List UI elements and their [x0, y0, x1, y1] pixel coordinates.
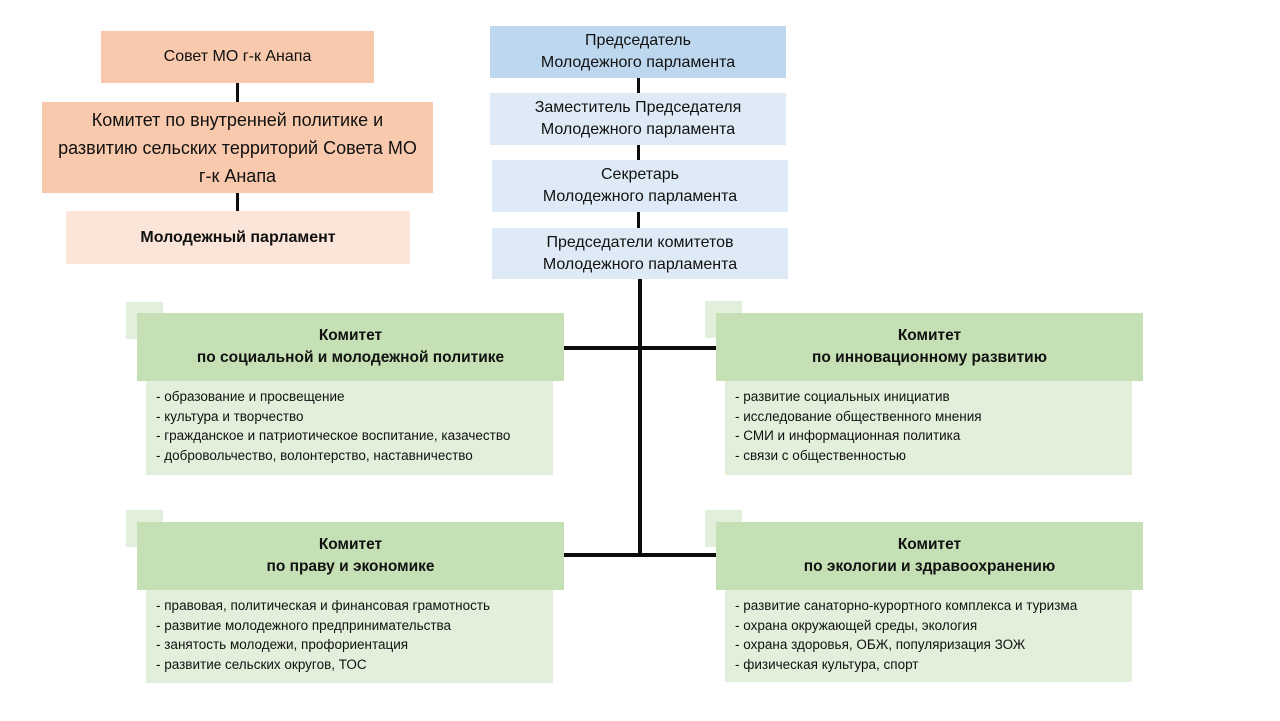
list-item: - добровольчество, волонтерство, наставн…: [156, 447, 473, 463]
connector-left-1: [236, 83, 239, 102]
connector-branch-bottom: [564, 553, 716, 557]
committee-chairs-line: Молодежного парламента: [542, 255, 738, 273]
committee-duties-list: - развитие социальных инициатив - исслед…: [725, 381, 1132, 475]
committee-title-line: Комитет: [897, 536, 962, 553]
secretary-line: Молодежного парламента: [542, 188, 738, 205]
committee-title-line: Комитет: [318, 327, 383, 344]
list-item: - развитие санаторно-курортного комплекс…: [735, 598, 1078, 613]
youth-parliament-box: Молодежный парламент: [66, 211, 410, 264]
list-item: - правовая, политическая и финансовая гр…: [156, 598, 491, 613]
list-item: - занятость молодежи, профориентация: [156, 637, 409, 652]
internal-policy-committee-box: Комитет по внутренней политике и развити…: [42, 102, 433, 193]
committee-title-line: по экологии и здравоохранению: [803, 558, 1056, 575]
list-item: - культура и творчество: [156, 408, 304, 424]
committee-title-line: Комитет: [318, 536, 383, 553]
list-item: - охрана окружающей среды, экология: [735, 617, 978, 633]
committee-chairs-line: Председатели комитетов: [546, 233, 734, 251]
council-box: Совет МО г-к Анапа: [101, 31, 374, 83]
list-item: - связи с общественностью: [735, 447, 906, 463]
committee-duties-list: - правовая, политическая и финансовая гр…: [146, 590, 553, 683]
list-item: - СМИ и информационная политика: [735, 428, 961, 443]
committee-header: Комитет по экологии и здравоохранению: [716, 522, 1143, 590]
list-item: - образование и просвещение: [156, 389, 345, 404]
committee-title-line: по социальной и молодежной политике: [196, 349, 505, 366]
chairman-line: Молодежного парламента: [540, 54, 736, 71]
committee-chairs-box: Председатели комитетов Молодежного парла…: [492, 228, 788, 279]
list-item: - исследование общественного мнения: [735, 408, 982, 424]
secretary-line: Секретарь: [601, 166, 679, 183]
list-item: - развитие молодежного предпринимательст…: [156, 617, 452, 633]
committee-title-line: Комитет: [897, 327, 962, 344]
list-item: - физическая культура, спорт: [735, 656, 919, 672]
chairman-line: Председатель: [585, 32, 691, 49]
committee-title-line: по праву и экономике: [266, 558, 435, 575]
committee-title-line: по инновационному развитию: [812, 349, 1047, 366]
list-item: - развитие сельских округов, ТОС: [156, 656, 367, 672]
secretary-box: Секретарь Молодежного парламента: [492, 160, 788, 212]
connector-trunk: [638, 279, 642, 557]
deputy-chairman-line: Заместитель Председателя: [534, 99, 742, 116]
committee-header: Комитет по инновационному развитию: [716, 313, 1143, 381]
list-item: - гражданское и патриотическое воспитани…: [156, 428, 511, 443]
council-label: Совет МО г-к Анапа: [163, 48, 312, 65]
list-item: - охрана здоровья, ОБЖ, популяризация ЗО…: [735, 637, 1026, 652]
connector-left-2: [236, 193, 239, 211]
connector-center-3: [637, 212, 640, 228]
internal-policy-committee-line: развитию сельских территорий Совета МО: [58, 137, 417, 158]
deputy-chairman-line: Молодежного парламента: [540, 121, 736, 138]
deputy-chairman-box: Заместитель Председателя Молодежного пар…: [490, 93, 786, 145]
committee-duties-list: - образование и просвещение - культура и…: [146, 381, 553, 475]
internal-policy-committee-line: г-к Анапа: [198, 165, 277, 186]
youth-parliament-label: Молодежный парламент: [140, 228, 336, 246]
committee-duties-list: - развитие санаторно-курортного комплекс…: [725, 590, 1132, 682]
connector-branch-top: [564, 346, 716, 350]
internal-policy-committee-line: Комитет по внутренней политике и: [91, 109, 384, 130]
connector-center-2: [637, 145, 640, 160]
committee-header: Комитет по праву и экономике: [137, 522, 564, 590]
connector-center-1: [637, 78, 640, 93]
list-item: - развитие социальных инициатив: [735, 389, 950, 404]
committee-header: Комитет по социальной и молодежной полит…: [137, 313, 564, 381]
chairman-box: Председатель Молодежного парламента: [490, 26, 786, 78]
